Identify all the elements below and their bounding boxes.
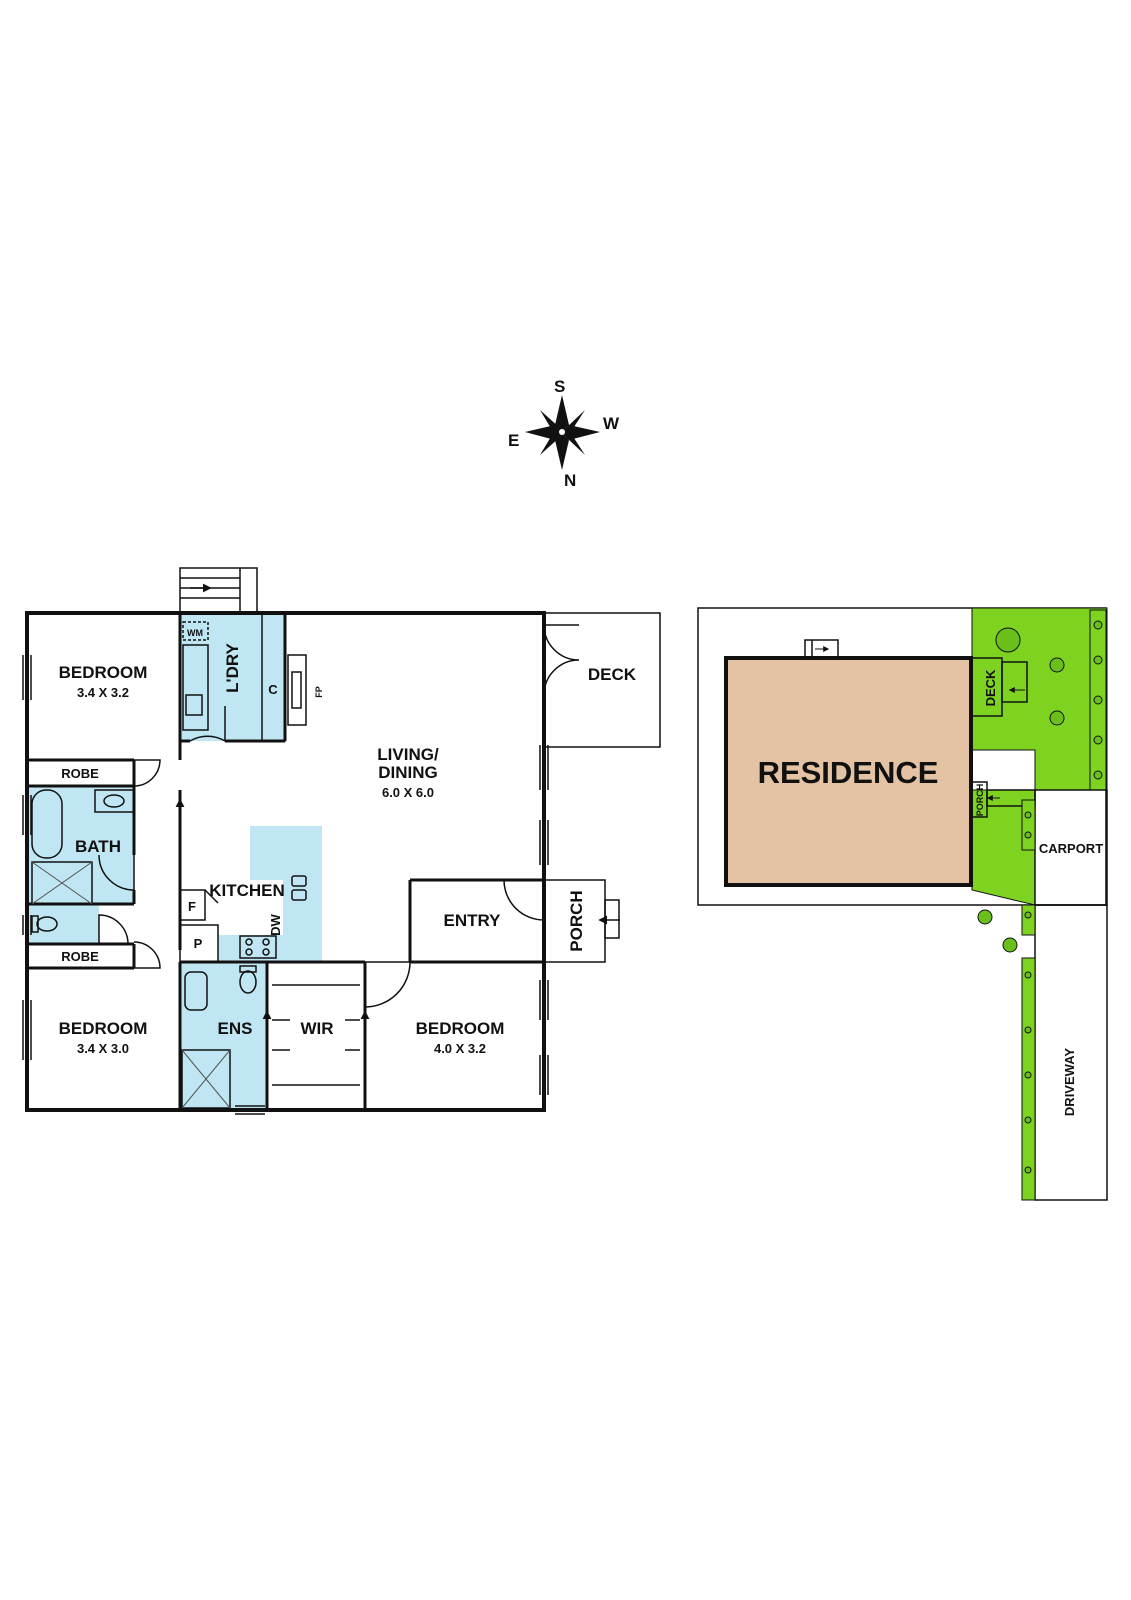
bedroom-bottom-right-label: BEDROOM [416,1019,505,1038]
ensuite-area [180,962,267,1110]
fridge-box [179,889,206,921]
bedroom-top-left-label: BEDROOM [59,663,148,682]
ensuite-label: ENS [218,1019,253,1038]
living-label-line1: LIVING/ [377,745,439,764]
deck-label: DECK [588,665,637,684]
cupboard-label: C [268,682,278,697]
compass-label-top: S [554,377,565,396]
toilet-area [27,904,99,944]
compass-label-bottom: N [564,471,576,490]
rear-steps [179,567,258,614]
deck-outline [543,612,661,748]
residence-label: RESIDENCE [758,755,939,790]
bedroom-top-left-dims: 3.4 X 3.2 [77,685,129,700]
pantry-label: P [194,936,203,951]
laundry-area [180,613,285,741]
kitchen-bench-area [218,826,322,962]
laundry-bench [182,644,209,731]
dishwasher-label: DW [268,913,283,935]
bedroom-bottom-right-dims: 4.0 X 3.2 [434,1041,486,1056]
kitchen-label: KITCHEN [209,881,285,900]
bathtub-icon [31,789,63,859]
compass-label-right: W [603,414,620,433]
living-dims: 6.0 X 6.0 [382,785,434,800]
residence-block [724,656,973,887]
toilet-icon [36,916,58,932]
fireplace-box [287,654,307,726]
cupboard-box [261,612,286,742]
laundry-label: L'DRY [223,643,242,693]
washing-machine-label: WM [187,628,203,638]
bath-label: BATH [75,837,121,856]
washing-machine-box [182,621,209,641]
driveway-label: DRIVEWAY [1062,1048,1077,1116]
ensuite-vanity-icon [184,971,208,1011]
site-deck-label: DECK [983,669,998,706]
kitchen-sink-icon [291,875,307,887]
site-plan [697,607,1108,1201]
bedroom-bottom-left-label: BEDROOM [59,1019,148,1038]
robe-top-label: ROBE [61,766,99,781]
pantry-box [179,924,219,963]
ensuite-toilet-icon [239,970,257,994]
living-label-line2: DINING [378,763,438,782]
vanity-icon [94,789,135,813]
site-porch-label: PORCH [975,784,985,817]
tree-icons [977,620,1103,1174]
porch-label: PORCH [567,890,586,951]
carport-label: CARPORT [1039,841,1103,856]
shower-icon [31,861,93,905]
floor-plan [22,567,661,1115]
cooktop-icon [239,935,277,959]
fridge-label: F [188,899,196,914]
fireplace-label: FP [314,686,324,698]
robe-bottom-label: ROBE [61,949,99,964]
laundry-tub-icon [185,694,203,716]
entry-label: ENTRY [444,911,502,930]
wir-label: WIR [300,1019,333,1038]
bedroom-bottom-left-dims: 3.4 X 3.0 [77,1041,129,1056]
compass-rose-icon [525,395,600,470]
ensuite-shower-icon [181,1049,231,1109]
compass-label-left: E [508,431,519,450]
